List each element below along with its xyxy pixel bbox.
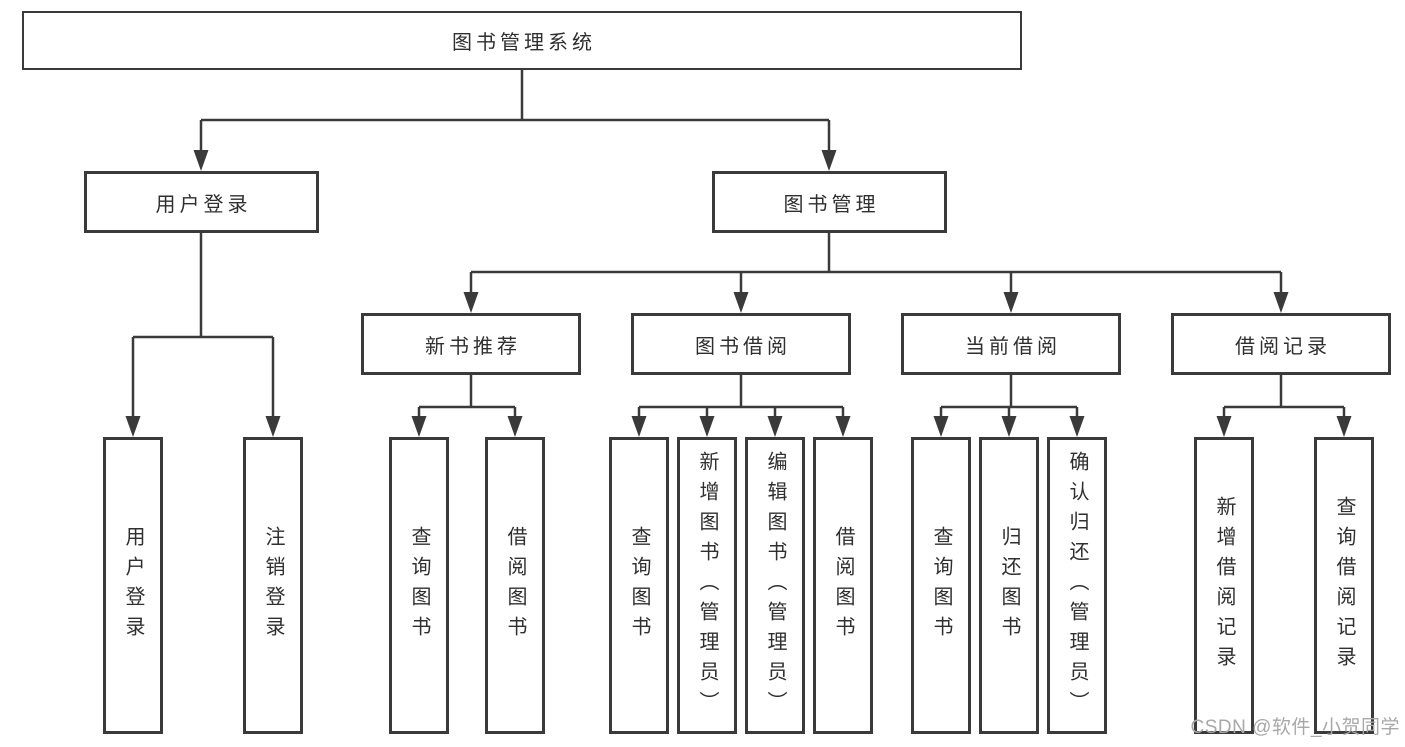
connector-bookmgmt-to-level3 <box>463 233 1289 313</box>
node-user-login: 用户登录 <box>84 171 319 233</box>
leaf-label: 借阅图书 <box>832 525 854 646</box>
node-new-book-recommend: 新书推荐 <box>361 313 581 375</box>
leaf-user-login: 用户登录 <box>103 437 163 734</box>
leaf-label: 借阅图书 <box>504 525 526 646</box>
leaf-label: 用户登录 <box>122 525 144 646</box>
leaf-label: 注销登录 <box>262 525 284 646</box>
leaf-label: 新增借阅记录 <box>1213 495 1235 676</box>
leaf-label: 查询图书 <box>408 525 430 646</box>
leaf-label: 查询图书 <box>628 525 650 646</box>
node-root: 图书管理系统 <box>22 11 1022 70</box>
csdn-watermark: CSDN @软件_小贺同学 <box>1190 717 1400 738</box>
leaf-query-books-current: 查询图书 <box>911 437 971 734</box>
node-label: 用户登录 <box>155 193 252 216</box>
connector-current-to-leaves <box>933 375 1085 437</box>
leaf-query-books-recommend: 查询图书 <box>389 437 449 734</box>
connector-root-to-level2 <box>193 70 837 171</box>
leaf-label: 确认归还（管理员） <box>1066 450 1088 721</box>
node-label: 图书借阅 <box>695 335 791 358</box>
leaf-borrow-books-recommend: 借阅图书 <box>485 437 545 734</box>
leaf-query-borrow-record: 查询借阅记录 <box>1314 437 1374 734</box>
node-label: 当前借阅 <box>965 335 1061 358</box>
node-label: 图书管理 <box>783 193 880 216</box>
node-book-management: 图书管理 <box>712 171 947 233</box>
leaf-label: 新增图书（管理员） <box>696 450 718 721</box>
node-label: 图书管理系统 <box>452 32 596 54</box>
leaf-label: 查询图书 <box>930 525 952 646</box>
connector-borrowing-to-leaves <box>631 375 851 437</box>
node-book-borrowing: 图书借阅 <box>631 313 851 375</box>
connector-records-to-leaves <box>1216 375 1352 437</box>
node-current-borrowing: 当前借阅 <box>901 313 1121 375</box>
leaf-confirm-return-admin: 确认归还（管理员） <box>1047 437 1107 734</box>
node-label: 借阅记录 <box>1235 335 1331 358</box>
leaf-borrow-books-borrowing: 借阅图书 <box>813 437 873 734</box>
leaf-edit-book-admin: 编辑图书（管理员） <box>745 437 805 734</box>
leaf-add-book-admin: 新增图书（管理员） <box>677 437 737 734</box>
connector-userlogin-to-leaves <box>125 233 281 437</box>
node-borrowing-records: 借阅记录 <box>1171 313 1391 375</box>
leaf-label: 归还图书 <box>998 525 1020 646</box>
node-label: 新书推荐 <box>425 335 521 358</box>
leaf-label: 编辑图书（管理员） <box>764 450 786 721</box>
leaf-add-borrow-record: 新增借阅记录 <box>1194 437 1254 734</box>
connector-newbook-to-leaves <box>411 375 523 437</box>
leaf-label: 查询借阅记录 <box>1333 495 1355 676</box>
leaf-return-books: 归还图书 <box>979 437 1039 734</box>
leaf-query-books-borrowing: 查询图书 <box>609 437 669 734</box>
leaf-logout: 注销登录 <box>243 437 303 734</box>
